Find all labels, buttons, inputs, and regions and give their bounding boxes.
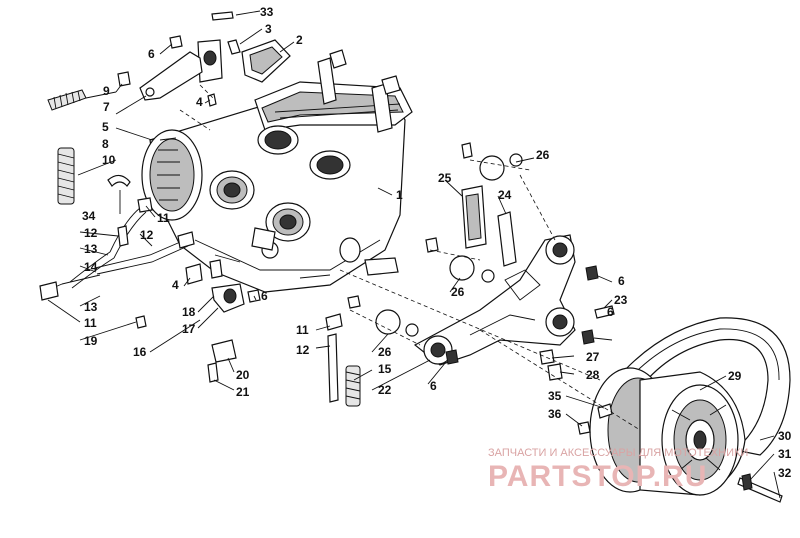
drive-bracket xyxy=(413,234,599,366)
callout-12-3: 12 xyxy=(296,343,310,357)
callout-4-2: 4 xyxy=(172,278,179,292)
callout-6-3: 6 xyxy=(618,274,625,288)
callout-3: 3 xyxy=(265,22,272,36)
engine-assembly xyxy=(141,49,413,293)
watermark-tagline: ЗАПЧАСТИ И АКСЕССУАРЫ ДЛЯ МОТОТЕХНИКИ xyxy=(488,447,748,459)
callout-2: 2 xyxy=(296,33,303,47)
watermark: ЗАПЧАСТИ И АКСЕССУАРЫ ДЛЯ МОТОТЕХНИКИ PA… xyxy=(488,447,748,493)
callout-14: 14 xyxy=(84,260,98,274)
callout-12: 12 xyxy=(84,226,98,240)
callout-31: 31 xyxy=(778,447,792,461)
callout-11: 11 xyxy=(157,211,170,225)
callout-1: 1 xyxy=(396,188,403,202)
callout-6-4: 6 xyxy=(607,305,614,319)
leader-lines xyxy=(47,10,781,499)
callout-28: 28 xyxy=(586,368,600,382)
callout-17: 17 xyxy=(182,322,196,336)
callout-10: 10 xyxy=(102,153,116,167)
callout-34: 34 xyxy=(82,209,96,223)
callout-4: 4 xyxy=(196,95,203,109)
callout-13: 13 xyxy=(84,242,98,256)
callout-27: 27 xyxy=(586,350,600,364)
callout-7: 7 xyxy=(103,100,110,114)
callout-19: 19 xyxy=(84,334,98,348)
spring-10 xyxy=(57,147,75,205)
spring-15 xyxy=(345,365,361,407)
callout-23: 23 xyxy=(614,293,628,307)
callout-26-3: 26 xyxy=(378,345,392,359)
callout-20: 20 xyxy=(236,368,250,382)
callout-11-3: 11 xyxy=(296,323,309,337)
callout-18: 18 xyxy=(182,305,196,319)
callout-33: 33 xyxy=(260,5,274,19)
callout-25: 25 xyxy=(438,171,452,185)
callout-8: 8 xyxy=(102,137,109,151)
callout-26-2: 26 xyxy=(451,285,465,299)
callout-32: 32 xyxy=(778,466,792,480)
callout-22: 22 xyxy=(378,383,392,397)
callout-26: 26 xyxy=(536,148,550,162)
callout-6-2: 6 xyxy=(261,289,268,303)
callout-15: 15 xyxy=(378,362,392,376)
callout-21: 21 xyxy=(236,385,250,399)
callout-29: 29 xyxy=(728,369,742,383)
callout-16: 16 xyxy=(133,345,147,359)
callout-6: 6 xyxy=(148,47,155,61)
callout-36: 36 xyxy=(548,407,562,421)
callout-30: 30 xyxy=(778,429,792,443)
spring-9 xyxy=(47,89,87,111)
callout-9: 9 xyxy=(103,84,110,98)
callout-12-2: 12 xyxy=(140,228,154,242)
callout-5: 5 xyxy=(102,120,109,134)
callout-13-2: 13 xyxy=(84,300,98,314)
callout-11-2: 11 xyxy=(84,316,97,330)
watermark-brand: PARTSTOP.RU xyxy=(488,460,707,493)
callout-24: 24 xyxy=(498,188,512,202)
callout-6-5: 6 xyxy=(430,379,437,393)
fuel-hoses xyxy=(39,197,195,301)
callout-35: 35 xyxy=(548,389,562,403)
